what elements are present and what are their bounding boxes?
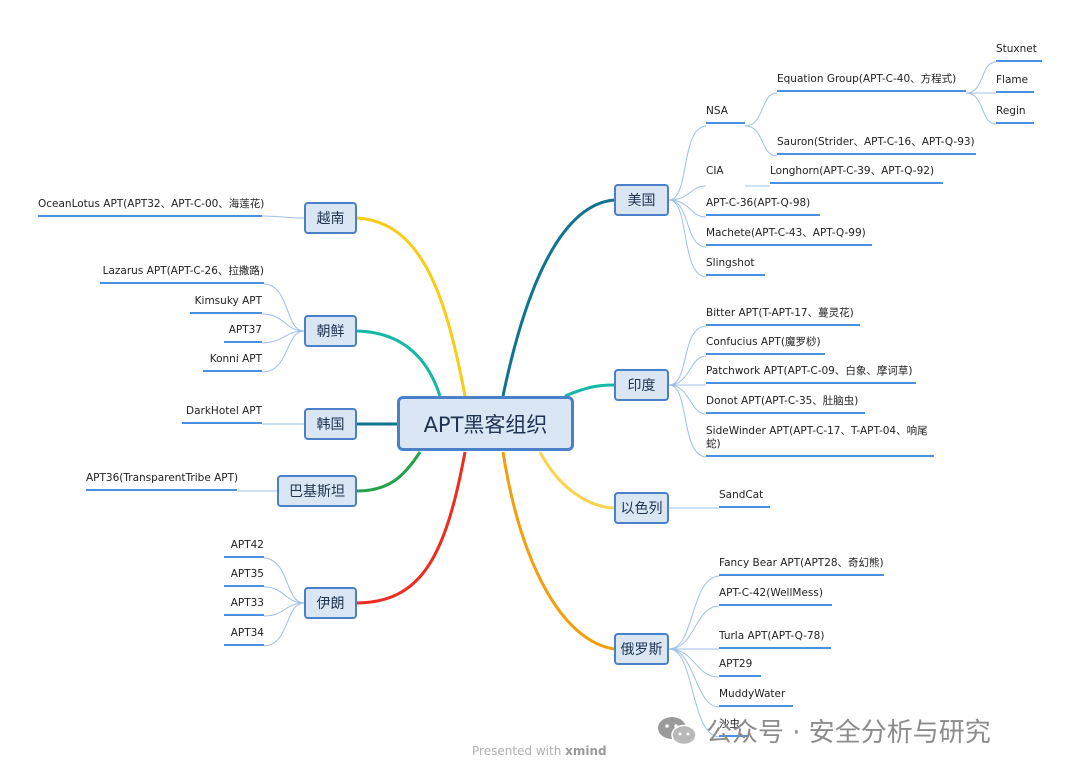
topic-iran[interactable]: 伊朗 <box>304 587 357 619</box>
topic-pakistan[interactable]: 巴基斯坦 <box>277 475 357 507</box>
leaf-nsa[interactable]: NSA <box>706 105 745 124</box>
leaf-machete[interactable]: Machete(APT-C-43、APT-Q-99) <box>706 227 872 246</box>
leaf-sidewinder[interactable]: SideWinder APT(APT-C-17、T-APT-04、响尾蛇) <box>706 425 934 457</box>
leaf-cia[interactable]: CIA <box>706 165 724 177</box>
leaf-kimsuky[interactable]: Kimsuky APT <box>190 295 262 314</box>
leaf-apt-c-36[interactable]: APT-C-36(APT-Q-98) <box>706 197 820 216</box>
leaf-patchwork[interactable]: Patchwork APT(APT-C-09、白象、摩诃草) <box>706 365 916 384</box>
root-topic[interactable]: APT黑客组织 <box>397 396 574 451</box>
topic-vietnam[interactable]: 越南 <box>304 202 357 234</box>
leaf-sandcat[interactable]: SandCat <box>719 489 770 508</box>
topic-north-korea[interactable]: 朝鲜 <box>304 315 357 347</box>
leaf-apt36[interactable]: APT36(TransparentTribe APT) <box>86 472 238 491</box>
leaf-apt37[interactable]: APT37 <box>224 324 262 343</box>
leaf-stuxnet[interactable]: Stuxnet <box>996 43 1042 62</box>
leaf-konni[interactable]: Konni APT <box>203 353 262 372</box>
leaf-sauron[interactable]: Sauron(Strider、APT-C-16、APT-Q-93) <box>777 136 976 155</box>
leaf-donot[interactable]: Donot APT(APT-C-35、肚脑虫) <box>706 395 865 414</box>
leaf-darkhotel[interactable]: DarkHotel APT <box>182 405 262 424</box>
link-nk <box>356 329 442 397</box>
leaf-bitter[interactable]: Bitter APT(T-APT-17、蔓灵花) <box>706 307 860 326</box>
topic-israel[interactable]: 以色列 <box>614 492 669 524</box>
topic-korea[interactable]: 韩国 <box>304 408 357 440</box>
presented-with-footer: Presented with xmind <box>472 744 607 758</box>
leaf-equation-group[interactable]: Equation Group(APT-C-40、方程式) <box>777 73 966 92</box>
watermark-text: 公众号 · 安全分析与研究 <box>706 718 991 748</box>
leaf-apt34[interactable]: APT34 <box>224 627 264 646</box>
topic-russia[interactable]: 俄罗斯 <box>614 633 669 665</box>
leaf-apt-c-42[interactable]: APT-C-42(WellMess) <box>719 587 832 606</box>
leaf-muddywater[interactable]: MuddyWater <box>719 688 793 707</box>
wechat-watermark: 公众号 · 安全分析与研究 <box>656 712 991 749</box>
leaf-lazarus[interactable]: Lazarus APT(APT-C-26、拉撒路) <box>100 265 264 284</box>
topic-usa[interactable]: 美国 <box>614 184 669 216</box>
leaf-regin[interactable]: Regin <box>996 105 1034 124</box>
leaf-slingshot[interactable]: Slingshot <box>706 257 765 276</box>
leaf-confucius[interactable]: Confucius APT(魔罗桫) <box>706 336 825 355</box>
leaf-apt35[interactable]: APT35 <box>224 568 264 587</box>
wechat-icon <box>658 716 697 745</box>
leaf-longhorn[interactable]: Longhorn(APT-C-39、APT-Q-92) <box>770 165 943 184</box>
leaf-oceanlotus[interactable]: OceanLotus APT(APT32、APT-C-00、海莲花) <box>38 198 264 217</box>
link-pakistan <box>356 451 422 493</box>
leaf-apt33[interactable]: APT33 <box>224 597 264 616</box>
leaf-turla[interactable]: Turla APT(APT-Q-78) <box>719 630 831 649</box>
link-vietnam <box>356 216 467 397</box>
leaf-sandworm[interactable]: 沙虫 <box>719 718 749 737</box>
leaf-flame[interactable]: Flame <box>996 74 1034 93</box>
topic-india[interactable]: 印度 <box>614 369 669 401</box>
link-iran <box>356 451 467 605</box>
link-india <box>564 383 615 398</box>
link-russia <box>501 451 615 651</box>
link-usa <box>501 198 615 397</box>
xmind-brand: xmind <box>565 744 607 758</box>
link-israel <box>538 451 615 510</box>
leaf-fancy-bear[interactable]: Fancy Bear APT(APT28、奇幻熊) <box>719 557 884 576</box>
leaf-apt42[interactable]: APT42 <box>224 539 264 558</box>
presented-text: Presented with <box>472 744 562 758</box>
leaf-apt29[interactable]: APT29 <box>719 658 761 677</box>
